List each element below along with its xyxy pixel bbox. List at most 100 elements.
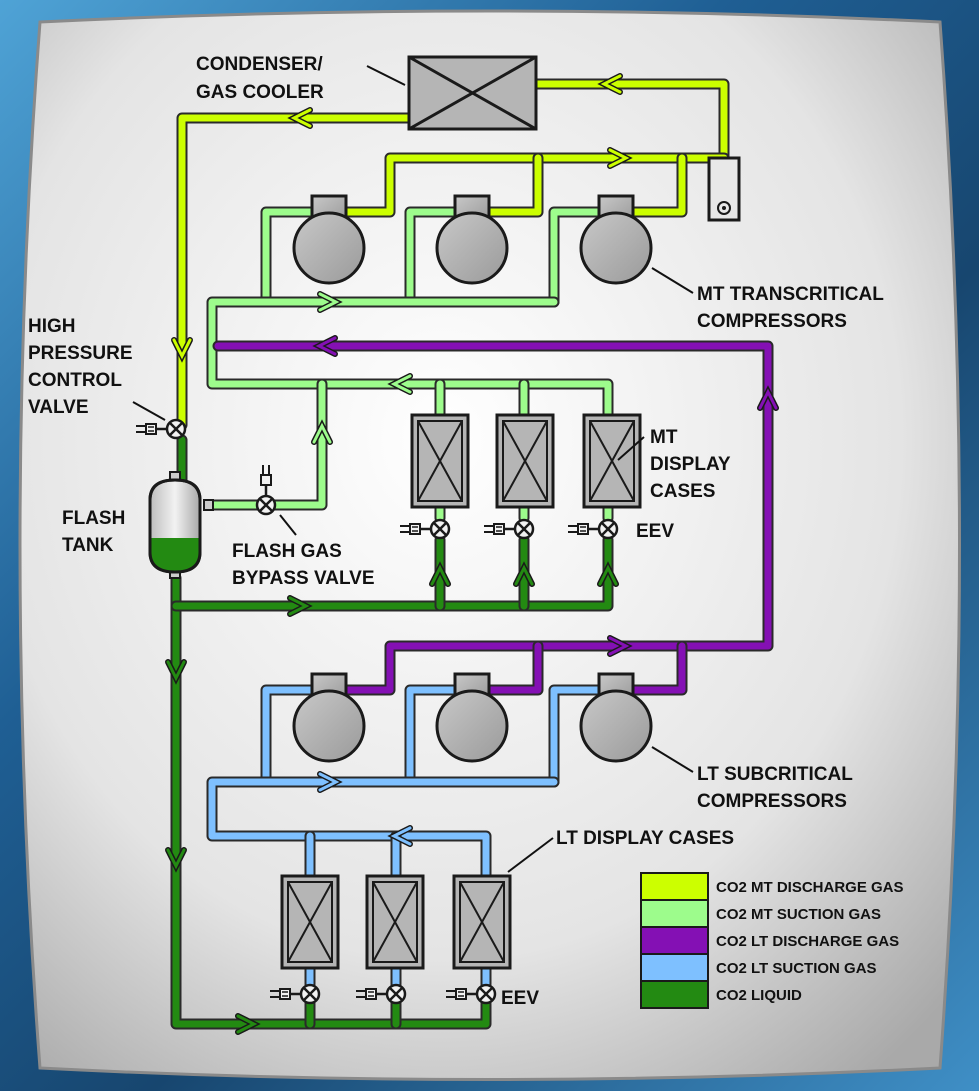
display-case-icon: [495, 413, 555, 509]
hpcv-label-line2: PRESSURE: [28, 343, 133, 364]
flow-arrow-icon: [312, 335, 338, 357]
pipe-lt-discharge: [626, 642, 686, 694]
compressor-icon: [579, 672, 653, 763]
flow-arrow-icon: [287, 107, 313, 129]
display-case-icon: [452, 874, 512, 970]
pipe-lt-discharge: [214, 342, 772, 694]
flow-arrow-icon: [311, 419, 333, 445]
flow-arrow-icon: [235, 1013, 261, 1035]
flow-arrow-icon: [429, 561, 451, 587]
compressor-icon: [579, 194, 653, 285]
flow-arrow-icon: [513, 561, 535, 587]
compressor-icon: [435, 194, 509, 285]
pipe-lt-suction: [550, 686, 606, 786]
pipe-mt-discharge: [178, 114, 413, 429]
flow-arrow-icon: [165, 847, 187, 873]
valve-actuator-icon: [484, 523, 515, 535]
expansion-valve-icon: [165, 418, 187, 440]
compressor-icon: [292, 194, 366, 285]
flow-arrow-icon: [165, 659, 187, 685]
pipe-mt-suction: [550, 208, 606, 306]
valve-actuator-icon: [400, 523, 431, 535]
mt-cases-label-line2: DISPLAY: [650, 454, 731, 475]
flash-tank-label-line1: FLASH: [62, 508, 125, 529]
flow-arrow-icon: [387, 825, 413, 847]
flow-arrow-icon: [317, 771, 343, 793]
legend-label: CO2 MT DISCHARGE GAS: [716, 879, 904, 896]
expansion-valve-icon: [429, 518, 451, 540]
compressor-icon: [292, 672, 366, 763]
flow-arrow-icon: [387, 373, 413, 395]
diagram-panel: [18, 9, 961, 1081]
display-case-icon: [280, 874, 340, 970]
hpcv-label-line4: VALVE: [28, 397, 89, 418]
compressor-icon: [435, 672, 509, 763]
flash-tank-icon: [148, 471, 214, 579]
bypass-valve-label-line2: BYPASS VALVE: [232, 568, 375, 589]
pipe-lt-suction: [208, 778, 558, 880]
bypass-valve-label-line1: FLASH GAS: [232, 541, 342, 562]
flow-arrow-icon: [171, 337, 193, 363]
pipe-mt-suction: [406, 208, 462, 306]
pipe-network: [165, 73, 779, 1035]
valve-actuator-icon: [260, 465, 272, 496]
condenser-icon: [407, 55, 538, 131]
mt-compressors-label-line1: MT TRANSCRITICAL: [697, 284, 884, 305]
legend: CO2 MT DISCHARGE GAS CO2 MT SUCTION GAS CO…: [640, 872, 904, 1009]
expansion-valve-icon: [475, 983, 497, 1005]
lt-compressors-label-line1: LT SUBCRITICAL: [697, 764, 853, 785]
expansion-valve-icon: [255, 494, 277, 516]
valve-actuator-icon: [270, 988, 301, 1000]
valve-actuator-icon: [568, 523, 599, 535]
pipe-mt-suction: [262, 208, 318, 306]
flash-tank-label-line2: TANK: [62, 535, 114, 556]
pipe-lt-suction: [262, 686, 318, 786]
valve-actuator-icon: [136, 423, 167, 435]
flow-arrow-icon: [597, 561, 619, 587]
display-case-icon: [410, 413, 470, 509]
sensor-icon: [707, 156, 741, 222]
valve-actuator-icon: [446, 988, 477, 1000]
lt-compressors-label-line2: COMPRESSORS: [697, 791, 847, 812]
display-case-icon: [365, 874, 425, 970]
pipe-mt-suction: [208, 298, 612, 424]
expansion-valve-icon: [513, 518, 535, 540]
expansion-valve-icon: [597, 518, 619, 540]
flow-arrow-icon: [607, 147, 633, 169]
legend-swatch: [640, 899, 709, 928]
legend-label: CO2 LT SUCTION GAS: [716, 960, 877, 977]
lt-eev-label: EEV: [501, 988, 539, 1009]
hpcv-label-line1: HIGH: [28, 316, 76, 337]
pipe-lt-suction: [406, 686, 462, 786]
condenser-label-line1: CONDENSER/: [196, 54, 323, 75]
legend-swatch: [640, 953, 709, 982]
legend-label: CO2 LT DISCHARGE GAS: [716, 933, 899, 950]
flow-arrow-icon: [757, 385, 779, 411]
pipe-liquid: [172, 574, 490, 1028]
mt-cases-label-line1: MT: [650, 427, 678, 448]
mt-compressors-label-line2: COMPRESSORS: [697, 311, 847, 332]
lt-cases-label: LT DISPLAY CASES: [556, 828, 734, 849]
display-case-icon: [582, 413, 642, 509]
mt-eev-label: EEV: [636, 521, 674, 542]
hpcv-label-line3: CONTROL: [28, 370, 122, 391]
pipe-mt-discharge: [626, 154, 686, 216]
expansion-valve-icon: [299, 983, 321, 1005]
legend-swatch: [640, 926, 709, 955]
pipe-lt-discharge: [482, 642, 542, 694]
legend-label: CO2 MT SUCTION GAS: [716, 906, 881, 923]
pipe-mt-discharge: [339, 154, 728, 216]
flow-arrow-icon: [597, 73, 623, 95]
labels: CONDENSER/ GAS COOLER MT TRANSCRITICAL C…: [28, 54, 884, 1009]
valve-actuator-icon: [356, 988, 387, 1000]
condenser-label-line2: GAS COOLER: [196, 82, 324, 103]
flow-arrow-icon: [317, 291, 343, 313]
flow-arrow-icon: [287, 595, 313, 617]
flow-arrow-icon: [607, 635, 633, 657]
legend-swatch: [640, 980, 709, 1009]
mt-cases-label-line3: CASES: [650, 481, 715, 502]
legend-label: CO2 LIQUID: [716, 987, 802, 1004]
legend-swatch: [640, 872, 709, 901]
pipe-mt-discharge: [482, 154, 542, 216]
